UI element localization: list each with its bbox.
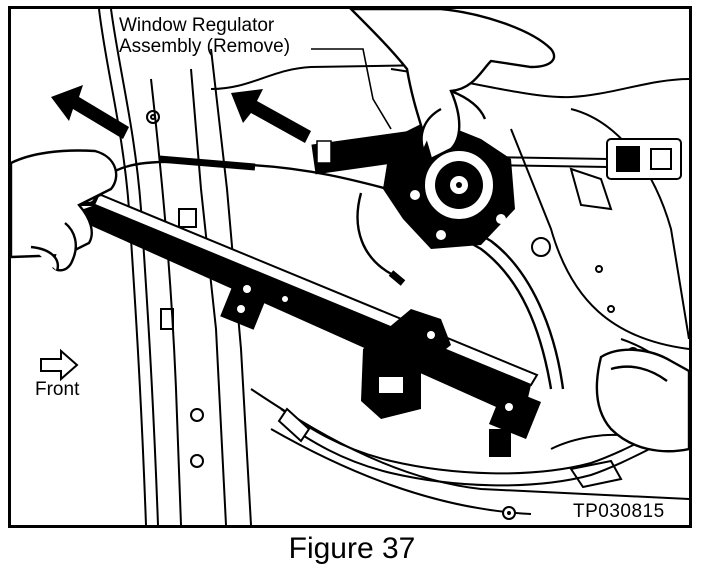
callout-leader — [311, 48, 392, 130]
removal-direction-arrow — [51, 85, 311, 143]
motor — [311, 119, 515, 249]
diagram-frame: Window Regulator Assembly (Remove) Front… — [8, 6, 692, 528]
regulator-illustration — [11, 9, 689, 525]
cable — [96, 155, 565, 390]
ground-symbol — [502, 506, 516, 520]
figure-code: TP030815 — [573, 501, 665, 522]
front-label: Front — [35, 379, 80, 400]
lower-bracket — [361, 309, 451, 419]
hand — [11, 149, 118, 272]
callout-label-line2: Assembly (Remove) — [119, 36, 291, 57]
callout-label-line1: Window Regulator — [119, 15, 275, 36]
hand — [349, 9, 556, 161]
front-direction-arrow — [40, 348, 79, 382]
link-rod — [480, 138, 682, 180]
hand — [595, 348, 689, 453]
figure-caption: Figure 37 — [288, 532, 416, 565]
